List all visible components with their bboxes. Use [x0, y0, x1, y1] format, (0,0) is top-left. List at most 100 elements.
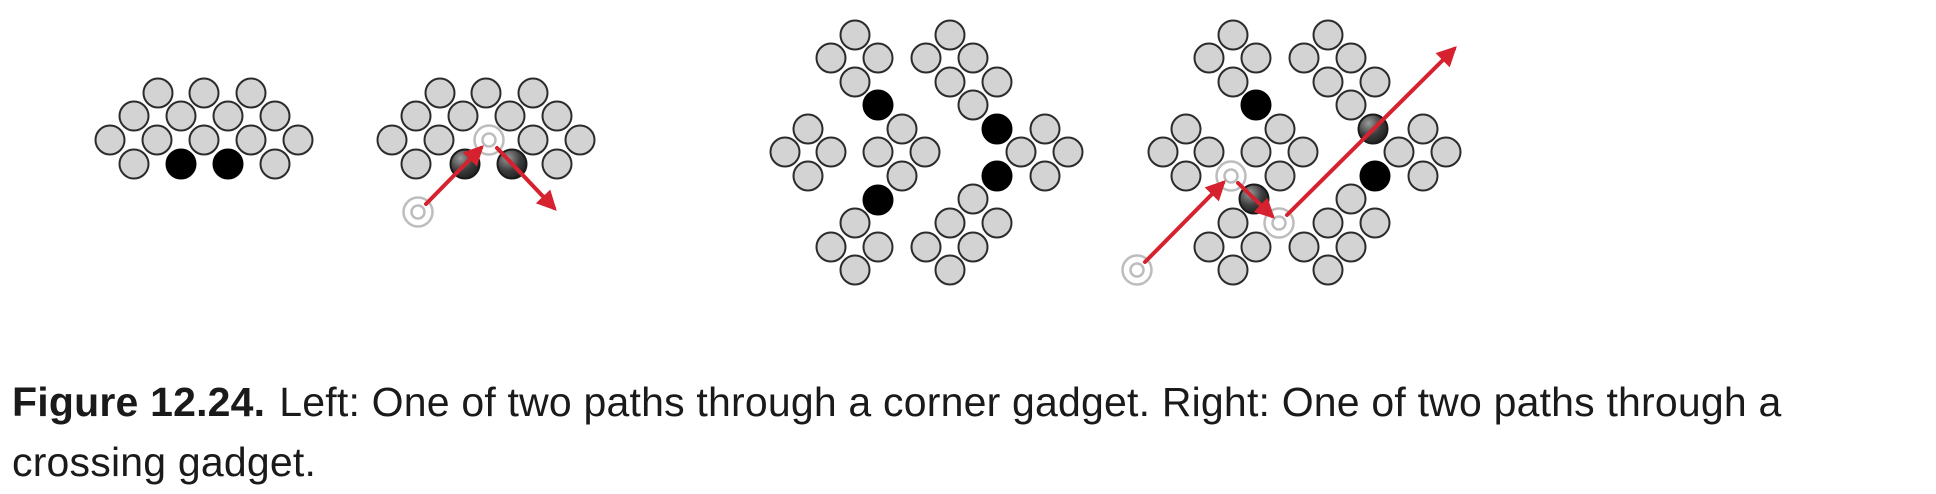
gray-disk: [424, 77, 456, 109]
gray-disk: [118, 100, 150, 132]
figure-caption: Figure 12.24.Left: One of two paths thro…: [12, 372, 1932, 492]
figure-label: Figure 12.24.: [12, 379, 266, 425]
gray-disk: [934, 207, 966, 239]
gray-disk: [400, 148, 432, 180]
black-disk: [212, 148, 244, 180]
gray-disk: [1335, 42, 1367, 74]
gray-disk: [564, 124, 596, 156]
gray-disk: [1312, 207, 1344, 239]
ghost-disk-core: [1223, 168, 1239, 184]
gray-disk: [1193, 136, 1225, 168]
gray-disk: [1029, 113, 1061, 145]
gray-disk: [1005, 136, 1037, 168]
gray-disk: [1359, 207, 1391, 239]
gray-disk: [235, 124, 267, 156]
black-disk: [862, 89, 894, 121]
gray-disk: [934, 254, 966, 286]
gray-disk: [1264, 160, 1296, 192]
gray-disk: [517, 77, 549, 109]
gray-disk: [1287, 136, 1319, 168]
gray-disk: [1359, 66, 1391, 98]
gray-disk: [1335, 89, 1367, 121]
corner-gadget-panel: [94, 77, 314, 180]
gray-disk: [1147, 136, 1179, 168]
gray-disk: [259, 100, 291, 132]
gray-disk: [839, 254, 871, 286]
gray-disk: [188, 124, 220, 156]
gray-disk: [862, 42, 894, 74]
gray-disk: [188, 77, 220, 109]
gray-disk: [142, 77, 174, 109]
gray-disk: [259, 148, 291, 180]
gray-disk: [1383, 136, 1415, 168]
crossing-gadget-panel: [769, 19, 1084, 286]
gray-disk: [517, 124, 549, 156]
gray-disk: [981, 207, 1013, 239]
path-arrow: [424, 145, 484, 206]
gray-disk: [1217, 19, 1249, 51]
path-arrow: [1285, 46, 1457, 217]
gray-disk: [1312, 66, 1344, 98]
gray-disk: [769, 136, 801, 168]
gray-disk: [1170, 113, 1202, 145]
gray-disk: [1264, 113, 1296, 145]
gray-disk: [886, 160, 918, 192]
figure-illustration: [94, 19, 1462, 286]
black-disk: [981, 160, 1013, 192]
gray-disk: [400, 100, 432, 132]
gray-disk: [1217, 207, 1249, 239]
ghost-disk-core: [1271, 215, 1287, 231]
gray-disk: [839, 19, 871, 51]
gray-disk: [957, 231, 989, 263]
path-arrow: [1143, 180, 1226, 264]
gray-disk: [541, 100, 573, 132]
gray-disk: [815, 231, 847, 263]
gray-disk: [1029, 160, 1061, 192]
crossing-gadget-path-panel: [1121, 19, 1462, 286]
gray-disk: [957, 89, 989, 121]
gray-disk: [141, 124, 173, 156]
gray-disk: [1288, 42, 1320, 74]
black-disk: [1359, 160, 1391, 192]
black-disk: [862, 184, 894, 216]
gray-disk: [981, 66, 1013, 98]
gray-disk: [1052, 136, 1084, 168]
gray-disk: [1335, 231, 1367, 263]
gray-disk: [839, 66, 871, 98]
gray-disk: [447, 100, 479, 132]
gray-disk: [376, 124, 408, 156]
gray-disk: [1240, 136, 1272, 168]
gray-disk: [1407, 160, 1439, 192]
gray-disk: [1430, 136, 1462, 168]
gray-disk: [1335, 183, 1367, 215]
gray-disk: [212, 100, 244, 132]
gray-disk: [886, 113, 918, 145]
gray-disk: [235, 77, 267, 109]
gray-disk: [1288, 231, 1320, 263]
gray-disk: [282, 124, 314, 156]
gray-disk: [94, 124, 126, 156]
gray-disk: [1170, 160, 1202, 192]
gray-disk: [934, 66, 966, 98]
black-disk: [1240, 89, 1272, 121]
gray-disk: [423, 124, 455, 156]
gray-disk: [1312, 254, 1344, 286]
gray-disk: [910, 42, 942, 74]
caption-text: Left: One of two paths through a corner …: [12, 379, 1782, 485]
gray-disk: [910, 231, 942, 263]
gray-disk: [1193, 231, 1225, 263]
gray-disk: [792, 113, 824, 145]
corner-gadget-path-panel: [376, 77, 596, 228]
gray-disk: [1312, 19, 1344, 51]
gray-disk: [1217, 254, 1249, 286]
gray-disk: [118, 148, 150, 180]
gray-disk: [1193, 42, 1225, 74]
ghost-disk-core: [1129, 262, 1145, 278]
gray-disk: [862, 136, 894, 168]
gray-disk: [862, 231, 894, 263]
gray-disk: [934, 19, 966, 51]
ghost-disk-core: [481, 132, 497, 148]
gray-disk: [815, 42, 847, 74]
gray-disk: [541, 148, 573, 180]
gray-disk: [494, 100, 526, 132]
